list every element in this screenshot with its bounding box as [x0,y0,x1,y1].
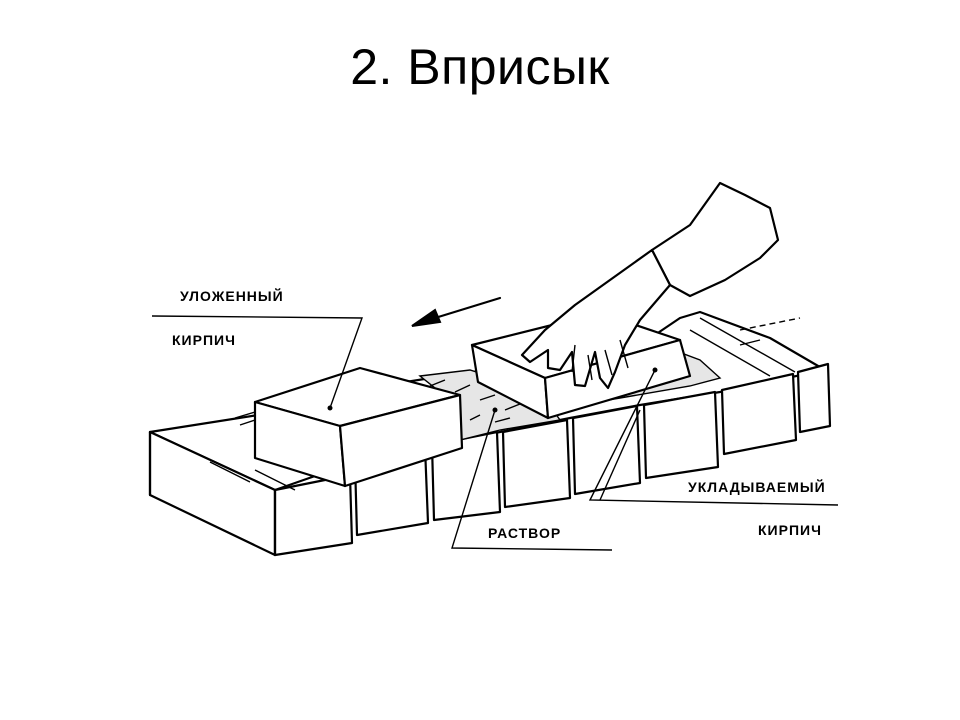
leader-placed-brick-2 [599,409,641,501]
leader-laid-brick [151,315,363,409]
label-placed-brick-1: УКЛАДЫВАЕМЫЙ [688,478,826,495]
label-mortar: РАСТВОР [488,525,561,541]
hand-sleeve [650,181,780,298]
laid-brick-side [338,393,464,488]
slide-title: 2. Вприсык [350,39,610,95]
leader-lines [151,315,839,551]
course-brick-6 [642,390,720,480]
label-laid-brick-1: УЛОЖЕННЫЙ [180,287,284,304]
leader-mortar [451,409,613,551]
label-laid-brick-2: КИРПИЧ [172,332,236,348]
leader-placed-brick [588,369,839,506]
course-brick-4 [501,418,572,509]
guide-line [739,317,801,331]
course-brick-1 [273,473,354,557]
hand-icon [520,181,780,390]
course-brick-5 [571,404,642,496]
course-brick-8 [796,362,832,434]
course-brick-7 [720,372,798,456]
placed-brick-side [543,338,692,420]
label-placed-brick-2: КИРПИЧ [758,522,822,538]
direction-arrow-icon [411,296,502,327]
laid-brick [234,366,464,488]
